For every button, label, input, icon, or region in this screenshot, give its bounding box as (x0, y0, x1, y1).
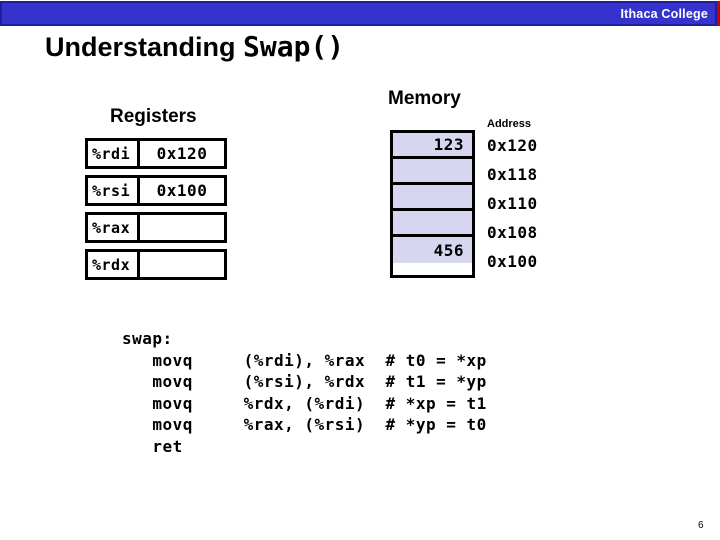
banner-red-accent (717, 1, 720, 26)
code-line-movq-2: movq (%rsi), %rdx # t1 = *yp (122, 372, 487, 391)
register-name: %rdi (88, 141, 140, 166)
code-line-movq-4: movq %rax, (%rsi) # *yp = t0 (122, 415, 487, 434)
memory-heading: Memory (388, 88, 461, 109)
memory-cell-0x108 (393, 211, 472, 237)
code-line-movq-1: movq (%rdi), %rax # t0 = *xp (122, 350, 487, 370)
register-name: %rax (88, 215, 140, 240)
college-name: Ithaca College (620, 6, 708, 21)
college-banner: Ithaca College (0, 1, 717, 26)
code-line-label: swap: (122, 329, 173, 348)
memory-box: 123 456 (390, 130, 475, 278)
memory-address: 0x118 (487, 165, 538, 184)
register-value: 0x120 (156, 144, 208, 163)
registers-heading: Registers (110, 106, 197, 127)
memory-address-column: 0x120 0x118 0x110 0x108 0x100 (487, 133, 538, 278)
code-line-ret: ret (122, 436, 183, 456)
slide-title: Understanding Swap() (45, 30, 344, 63)
register-row-rax: %rax (85, 212, 227, 243)
slide-title-text: Understanding (45, 32, 244, 62)
slide-title-code: Swap() (243, 30, 345, 63)
register-row-rdi: %rdi 0x120 (85, 138, 227, 169)
register-row-rsi: %rsi 0x100 (85, 175, 227, 206)
memory-cell-0x120: 123 (393, 133, 472, 159)
registers-table: %rdi 0x120 %rsi 0x100 %rax %rdx (85, 138, 227, 280)
register-name: %rsi (88, 178, 140, 203)
register-value (140, 215, 224, 240)
memory-address: 0x108 (487, 223, 538, 242)
page-number: 6 (698, 520, 704, 531)
register-row-rdx: %rdx (85, 249, 227, 280)
register-value (140, 252, 224, 277)
register-name: %rdx (88, 252, 140, 277)
memory-address: 0x120 (487, 136, 538, 155)
code-line-movq-3: movq %rdx, (%rdi) # *xp = t1 (122, 393, 487, 413)
memory-address: 0x110 (487, 194, 538, 213)
register-value: 0x100 (156, 181, 208, 200)
assembly-code-block: swap: movq (%rdi), %rax # t0 = *xp movq … (122, 328, 487, 457)
address-column-label: Address (487, 118, 532, 130)
memory-address: 0x100 (487, 252, 538, 271)
memory-cell-0x100: 456 (393, 237, 472, 263)
memory-cell-0x110 (393, 185, 472, 211)
memory-cell-0x118 (393, 159, 472, 185)
